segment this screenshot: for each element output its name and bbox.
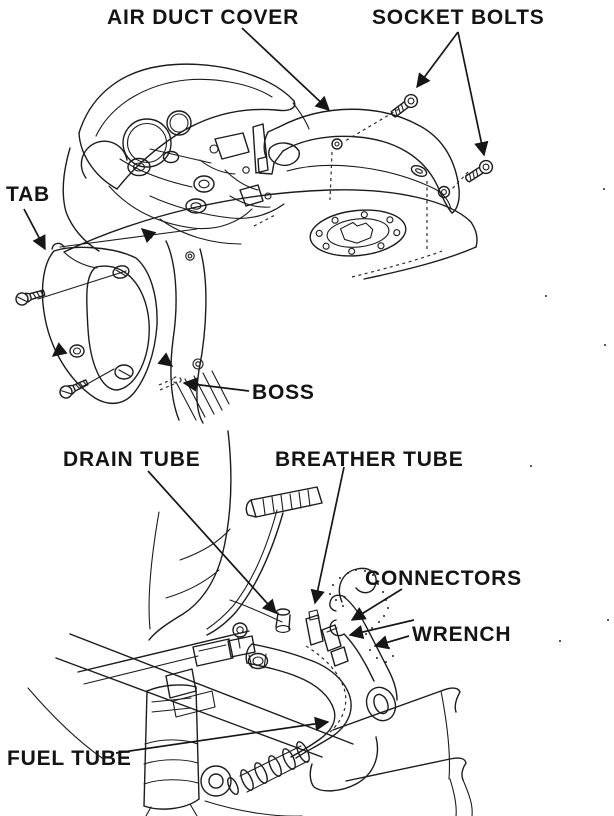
label-socket-bolts: SOCKET BOLTS	[372, 6, 545, 29]
leader-socket-bolt-lower	[457, 31, 489, 157]
breather-tube-fitting	[305, 609, 324, 646]
tank-hinge-bracket	[245, 486, 323, 518]
direction-arrow-boss	[157, 352, 174, 367]
wrench-tool	[329, 594, 398, 722]
leader-air-duct-cover	[241, 27, 331, 111]
figure-air-duct-cover: AIR DUCT COVER SOCKET BOLTS TAB BOSS	[6, 6, 545, 424]
steering-stem-nut	[162, 150, 180, 164]
raised-tank-artwork	[148, 430, 323, 641]
bottom-figure-leaders	[115, 466, 415, 754]
cover-grommet	[69, 344, 85, 358]
shock-eye	[200, 765, 232, 797]
top-figure-labels: AIR DUCT COVER SOCKET BOLTS TAB BOSS	[6, 6, 545, 404]
ignition-switch	[185, 198, 207, 214]
cover-screw-hole-upper	[331, 138, 343, 150]
fork-cap-left	[127, 157, 151, 177]
leader-drain-tube	[147, 470, 277, 615]
wrench-ring-end	[365, 686, 397, 722]
socket-bolt-upper	[387, 91, 421, 121]
label-boss: BOSS	[252, 381, 315, 404]
fuel-filler-ring	[309, 209, 407, 257]
figure-fuel-tank-tubes: DRAIN TUBE BREATHER TUBE CONNECTORS WREN…	[7, 430, 522, 816]
label-breather-tube: BREATHER TUBE	[275, 448, 464, 471]
air-duct-cover-part	[257, 108, 469, 214]
wrench-open-end	[329, 594, 346, 637]
bottom-figure-labels: DRAIN TUBE BREATHER TUBE CONNECTORS WREN…	[7, 448, 522, 770]
cover-hole-bottom	[114, 364, 134, 380]
socket-bolt-lower	[462, 157, 496, 186]
fuel-tube-spiral-wrap	[227, 741, 310, 796]
leader-socket-bolt-upper	[416, 31, 459, 89]
boss-dashed-screw	[158, 376, 182, 391]
gauge-partial	[80, 140, 128, 179]
latch-bolt	[227, 622, 256, 658]
direction-arrow-left	[51, 342, 68, 357]
frame-behind-cover	[51, 228, 230, 424]
scan-specks	[530, 188, 609, 642]
tab-lug	[51, 242, 65, 250]
fuel-tube-artwork	[227, 643, 352, 796]
leader-connectors-1	[350, 588, 403, 621]
gauge-left	[122, 118, 172, 168]
label-connectors: CONNECTORS	[365, 567, 522, 590]
leader-connectors-2	[348, 619, 415, 640]
leader-tab	[23, 208, 46, 251]
cover-screw-upper	[13, 286, 47, 308]
fuel-tank-top-artwork	[63, 151, 478, 280]
leader-boss	[182, 377, 250, 392]
fork-cap-right	[193, 175, 215, 193]
side-cover-panel	[13, 228, 198, 405]
tube-fittings-cluster	[192, 567, 394, 670]
cover-screw-lower	[57, 376, 91, 401]
cockpit-artwork	[62, 63, 310, 252]
label-tab: TAB	[6, 183, 50, 206]
filler-key-opening	[339, 221, 374, 244]
gauge-small	[166, 110, 192, 136]
leader-wrench	[373, 635, 410, 650]
label-drain-tube: DRAIN TUBE	[63, 448, 201, 471]
top-figure-leaders	[23, 27, 489, 392]
label-air-duct-cover: AIR DUCT COVER	[107, 6, 299, 29]
label-fuel-tube: FUEL TUBE	[7, 747, 132, 770]
direction-arrow-tab-slot	[140, 228, 157, 244]
hose-clamp	[247, 652, 269, 670]
shock-absorber	[143, 684, 232, 816]
rear-bodywork	[309, 736, 379, 792]
hatching	[175, 370, 230, 421]
cover-slot	[410, 164, 428, 178]
label-wrench: WRENCH	[412, 623, 511, 646]
leader-breather-tube	[310, 466, 345, 605]
cover-hole-top	[112, 265, 130, 279]
breather-loop	[338, 567, 377, 603]
connector-blocks	[321, 624, 349, 667]
cover-screw-hole-lower	[437, 185, 451, 199]
leader-fuel-tube	[115, 716, 330, 754]
